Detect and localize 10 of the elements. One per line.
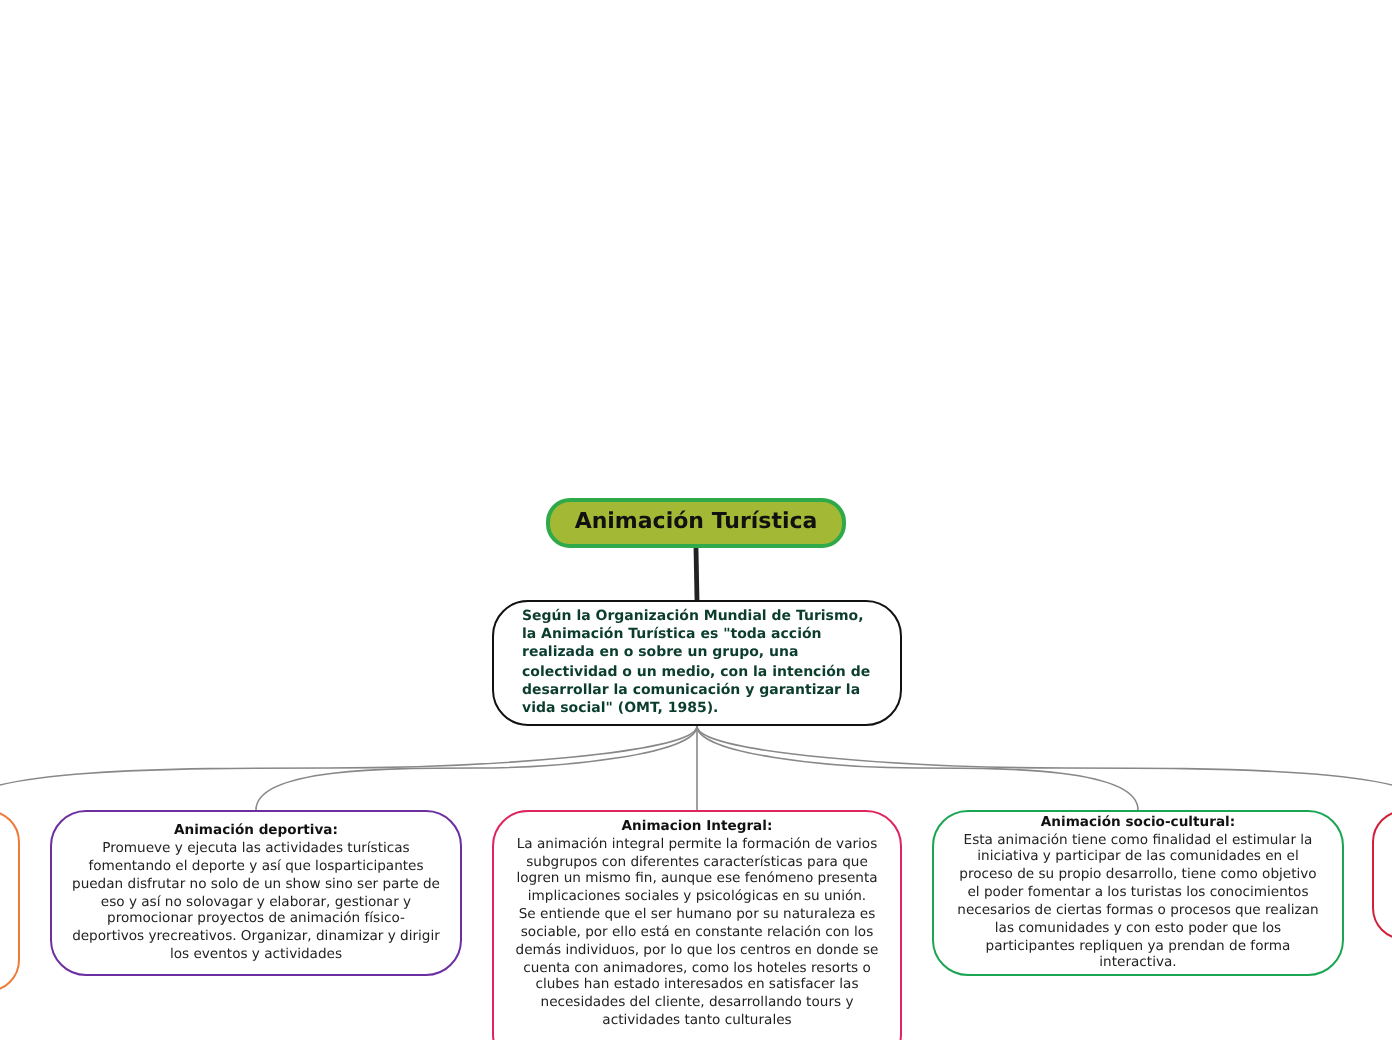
topic-box: [492, 810, 902, 1040]
definition-box: [492, 600, 902, 726]
connector-line: [255, 725, 698, 811]
topic-box: [932, 810, 1344, 976]
topic-box: [50, 810, 462, 976]
connector-line: [696, 725, 1139, 811]
connector-line: [693, 547, 700, 601]
title-box: [546, 498, 846, 548]
title-text: Animación Turística: [574, 508, 818, 538]
connector-line: [696, 725, 698, 811]
